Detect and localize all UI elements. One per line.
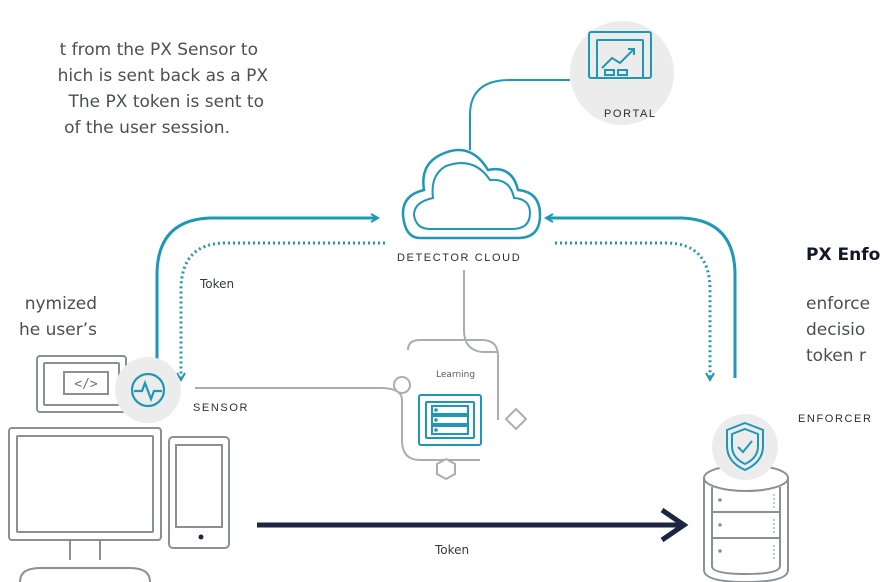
enforcer-text-line-3: token r [806, 346, 866, 366]
shield-check-icon [726, 421, 764, 472]
enforcer-badge [712, 414, 778, 480]
pulse-icon [130, 372, 166, 408]
database-icon [703, 464, 789, 582]
desktop-monitor-icon [8, 427, 162, 582]
mobile-device-icon [168, 436, 230, 549]
left-text-line-2: he user’s [19, 320, 97, 340]
intro-line-2: hich is sent back as a PX [57, 66, 268, 86]
learning-diamond-node [504, 407, 528, 431]
enforcer-text-line-2: decisio [806, 320, 866, 340]
learning-circle-node [393, 376, 411, 394]
left-text-line-1: nymized [24, 294, 97, 314]
monitor-chart-icon [588, 31, 652, 79]
enforcer-label: ENFORCER [798, 413, 873, 425]
learning-module [393, 376, 528, 481]
token-label-bottom: Token [435, 543, 470, 557]
cloud-to-sensor-token-arrow [181, 241, 385, 380]
learning-hex-node [436, 457, 456, 481]
intro-line-4: of the user session. [64, 118, 230, 138]
learning-label: Learning [436, 370, 476, 380]
code-glyph: </> [74, 377, 98, 392]
intro-line-3: The PX token is sent to [68, 92, 264, 112]
cloud-to-enforcer-token-arrow [555, 241, 710, 380]
portal-node [570, 21, 674, 125]
learning-loop [407, 339, 499, 420]
sensor-badge [115, 357, 181, 423]
token-label-left: Token [200, 277, 235, 291]
sensor-label: SENSOR [193, 402, 250, 414]
portal-link [469, 79, 570, 150]
portal-label: PORTAL [604, 108, 657, 120]
server-list-icon [418, 394, 482, 446]
intro-line-1: t from the PX Sensor to [59, 40, 258, 60]
device-home-dot [198, 534, 204, 540]
enforcer-to-cloud-arrow [546, 218, 737, 378]
sensor-to-cloud-arrow [155, 218, 378, 378]
cloud-icon [401, 148, 542, 240]
enforcer-text-line-1: enforce [806, 294, 871, 314]
enforcer-heading: PX Enfo [806, 245, 881, 265]
detector-cloud-label: DETECTOR CLOUD [397, 252, 522, 264]
sensor-to-enforcer-token-arrow [257, 507, 689, 543]
sensor-to-learning-link [195, 387, 480, 461]
cloud-to-learning-link [463, 270, 498, 353]
